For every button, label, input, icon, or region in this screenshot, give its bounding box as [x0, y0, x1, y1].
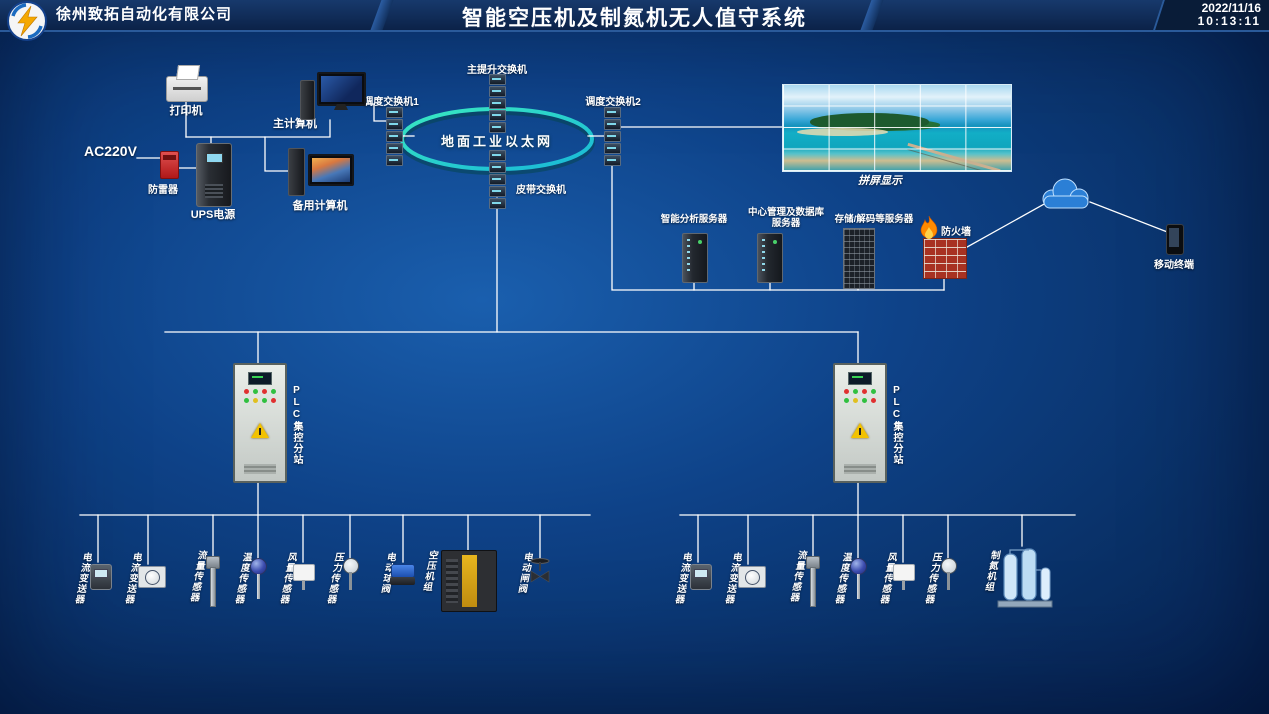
flow-sensor-icon	[806, 556, 820, 607]
pc-monitor	[308, 154, 354, 186]
internet-cloud-icon	[1036, 176, 1096, 214]
management-server-label-line2: 服务器	[771, 218, 801, 229]
pc-tower	[288, 148, 305, 196]
pressure-sensor-icon	[941, 558, 957, 598]
belt-switch-label: 皮带交换机	[516, 185, 566, 196]
air-compressor-icon[interactable]	[441, 550, 497, 612]
datetime-display: 2022/11/16 10:13:11	[1198, 2, 1261, 28]
backup-computer-icon[interactable]	[288, 146, 354, 196]
management-server-label-line1: 中心管理及数据库	[747, 207, 824, 218]
ethernet-ring-label: 地面工业以太网	[440, 134, 553, 149]
current-transmitter-icon	[138, 566, 166, 588]
air-flow-sensor-icon	[893, 564, 915, 590]
firewall-label: 防火墙	[941, 227, 971, 238]
electric-ball-valve-icon	[390, 564, 416, 588]
date-text: 2022/11/16	[1201, 1, 1261, 15]
plc-indicator-lights	[235, 398, 285, 403]
flame-icon	[918, 216, 940, 244]
nitrogen-generator-icon[interactable]	[996, 546, 1054, 612]
plc-display	[248, 372, 272, 385]
plc-cabinet-1[interactable]	[233, 363, 287, 483]
plc-station2-label: PLC集控分站	[891, 385, 902, 465]
storage-server-label: 存储/解码等服务器	[834, 214, 914, 225]
current-transmitter-icon	[90, 564, 112, 590]
plc-indicator-lights	[835, 398, 885, 403]
hoist-switch-label: 主提升交换机	[467, 65, 527, 76]
management-server-icon	[757, 233, 783, 283]
plc-indicator-lights	[835, 389, 885, 394]
dispatch-switch2-label: 调度交换机2	[585, 97, 641, 108]
hoist-switch-icon	[489, 74, 506, 133]
warning-triangle-icon	[851, 423, 869, 438]
ups-icon[interactable]	[196, 143, 232, 207]
header-divider	[860, 0, 884, 30]
company-name: 徐州致拓自动化有限公司	[56, 6, 233, 23]
pc-monitor	[317, 72, 366, 106]
pc-tower	[300, 80, 315, 120]
header-divider	[370, 0, 394, 30]
electric-gate-valve-icon	[529, 558, 551, 584]
analysis-server-icon	[682, 233, 708, 283]
printer-icon	[166, 76, 208, 102]
warning-triangle-icon	[251, 423, 269, 438]
current-transmitter-icon	[690, 564, 712, 590]
pressure-sensor-icon	[343, 558, 359, 598]
storage-server-icon	[843, 228, 875, 289]
power-label: AC220V	[84, 143, 137, 159]
flow-sensor-icon	[206, 556, 220, 607]
current-transmitter-icon	[738, 566, 766, 588]
analysis-server-label: 智能分析服务器	[660, 214, 728, 225]
mobile-terminal-label: 移动终端	[1154, 260, 1194, 271]
backup-computer-label: 备用计算机	[292, 200, 348, 212]
video-wall[interactable]	[782, 84, 1012, 172]
surge-protector-label: 防雷器	[148, 185, 178, 196]
plc-cabinet-2[interactable]	[833, 363, 887, 483]
wall-grid-lines	[783, 85, 1011, 171]
belt-switch-icon	[489, 150, 506, 209]
pc-screen	[321, 76, 362, 102]
company-logo-icon	[7, 1, 47, 41]
air-flow-sensor-icon	[293, 564, 315, 590]
surge-protector-icon	[160, 151, 179, 179]
firewall-icon	[923, 238, 967, 279]
pc-screen	[312, 158, 350, 182]
datetime-panel	[1167, 0, 1269, 30]
video-wall-label: 拼屏显示	[858, 175, 902, 187]
temperature-sensor-icon	[850, 558, 867, 600]
dispatch-switch1-icon	[386, 107, 403, 166]
temperature-sensor-icon	[250, 558, 267, 600]
ups-screen	[206, 153, 223, 163]
page-title: 智能空压机及制氮机无人值守系统	[462, 7, 807, 30]
dispatch-switch1-label: 调度交换机1	[363, 97, 419, 108]
time-text: 10:13:11	[1197, 14, 1261, 28]
ups-label: UPS电源	[190, 209, 236, 221]
plc-display	[848, 372, 872, 385]
plc-station1-label: PLC集控分站	[291, 385, 302, 465]
dispatch-switch2-icon	[604, 107, 621, 166]
header-bar	[0, 0, 1269, 32]
mobile-terminal-icon[interactable]	[1166, 224, 1184, 255]
ups-vent	[205, 184, 223, 198]
plc-indicator-lights	[235, 389, 285, 394]
main-computer-icon[interactable]	[300, 72, 366, 122]
